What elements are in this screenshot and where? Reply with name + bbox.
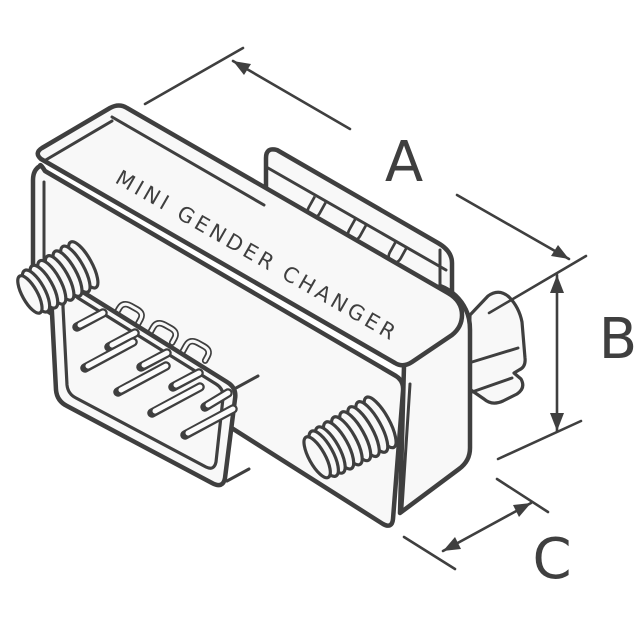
dim-b-arrowhead-top [550, 275, 564, 293]
dim-a-line-2 [455, 193, 571, 261]
male-mark-1 [110, 300, 145, 327]
dim-a-arrowhead-left [233, 61, 251, 75]
dim-c-label: C [532, 527, 571, 592]
jackscrew-tip [302, 435, 332, 480]
dimension-b: B [496, 273, 637, 461]
pin-row-back [72, 308, 233, 412]
male-connector [48, 272, 260, 488]
body-top-face [35, 103, 465, 368]
rear-jackscrew-nub [466, 290, 527, 405]
pin-field [72, 308, 238, 440]
dim-b-arrowhead-bottom [550, 413, 564, 431]
pin [80, 337, 138, 373]
dim-b-label: B [599, 307, 637, 372]
dimension-a: A [143, 46, 588, 315]
dimension-c: C [402, 477, 572, 592]
shroud-wall-line-bottom [225, 467, 251, 483]
female-shroud-chamfer-line [266, 166, 448, 272]
dim-a-extension-left [143, 46, 245, 106]
dim-a-label: A [385, 130, 423, 195]
jackscrew-lower-right [302, 395, 398, 480]
pin [168, 368, 204, 392]
dim-c-extension-upper [495, 477, 550, 514]
body-chamfer-right-edge [400, 382, 412, 510]
dim-a-arrowhead-right [551, 245, 569, 259]
pin-row-front [80, 337, 238, 440]
dim-a-extension-right [487, 254, 588, 315]
pin [200, 388, 233, 412]
nub-line-2 [470, 376, 514, 394]
dim-c-arrowhead-right [513, 503, 531, 517]
dim-c-arrowhead-left [443, 537, 461, 551]
body-chamfer-back-edge [110, 115, 266, 207]
shroud-wall-line-right [234, 374, 260, 390]
pin [104, 328, 140, 352]
pin [72, 308, 108, 332]
body-chamfer-top-left-edge [42, 119, 114, 163]
jackscrew-upper-left [16, 240, 100, 315]
dim-b-extension-bottom [496, 419, 583, 461]
pin [180, 404, 238, 440]
dim-a-line-1 [231, 59, 352, 131]
jackscrew-tip [16, 274, 44, 315]
dim-c-extension-lower [402, 535, 457, 571]
male-mark-2 [144, 319, 179, 346]
nub-body [466, 290, 527, 405]
pin [147, 382, 205, 418]
pin [113, 361, 171, 397]
pin [136, 348, 172, 372]
nub-line-1 [470, 346, 520, 364]
male-polarization-marks [110, 300, 212, 364]
male-mark-3 [177, 337, 212, 364]
